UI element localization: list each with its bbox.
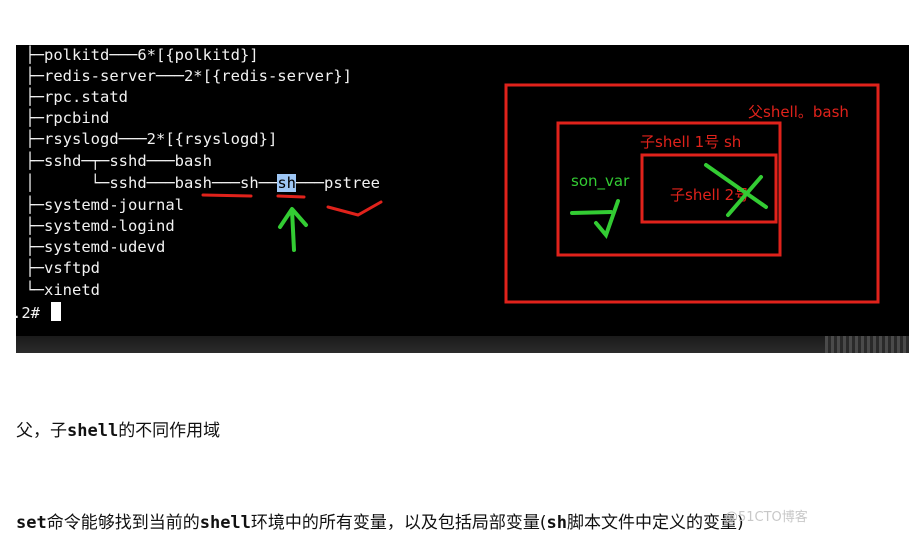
red-underline-bash: [201, 193, 253, 198]
green-up-arrow: [278, 207, 308, 252]
tree-line-rpc-statd: ├─rpc.statd: [16, 88, 128, 106]
tree-line-xinetd: └─xinetd: [16, 281, 100, 299]
green-cross-mark: [704, 163, 768, 217]
outer-shell-box: [504, 83, 880, 304]
caption-set-command: set命令能够找到当前的shell环境中的所有变量，以及包括局部变量(sh脚本文…: [16, 513, 744, 533]
terminal-bottom-strip: [16, 336, 909, 353]
watermark: @51CTO博客: [725, 510, 808, 525]
tree-line-vsftpd: ├─vsftpd: [16, 259, 100, 277]
shell-prompt[interactable]: .2#: [16, 302, 62, 324]
subshell-2-box: [640, 153, 778, 224]
terminal-corner-strip: [825, 336, 909, 353]
terminal-screenshot: ├─polkitd───6*[{polkitd}] ├─redis-server…: [16, 45, 909, 353]
highlighted-sh: sh: [277, 174, 296, 192]
green-check-mark: [570, 199, 620, 239]
caption-scope: 父，子shell的不同作用域: [16, 421, 221, 441]
tree-line-systemd-journal: ├─systemd-journal: [16, 196, 184, 214]
tree-line-polkitd: ├─polkitd───6*[{polkitd}]: [16, 46, 259, 64]
red-underline-sh: [276, 194, 306, 199]
terminal-cursor: [51, 302, 62, 321]
annotation-overlay: 父shell。bash 子shell 1号 sh 子shell 2号 son_v…: [201, 83, 880, 304]
subshell-1-label: 子shell 1号 sh: [640, 133, 741, 151]
tree-line-rpcbind: ├─rpcbind: [16, 109, 110, 127]
subshell-2-label: 子shell 2号: [670, 186, 749, 204]
tree-line-systemd-logind: ├─systemd-logind: [16, 217, 175, 235]
tree-line-sshd-child: │ └─sshd───bash───sh──sh───pstree: [16, 174, 380, 192]
son-var-label: son_var: [571, 172, 630, 191]
tree-line-rsyslogd: ├─rsyslogd───2*[{rsyslogd}]: [16, 130, 278, 148]
tree-line-systemd-udevd: ├─systemd-udevd: [16, 238, 166, 256]
red-underline-highlighted-sh: [326, 200, 383, 217]
tree-line-sshd: ├─sshd─┬─sshd───bash: [16, 152, 212, 170]
subshell-1-box: [556, 121, 782, 257]
tree-line-redis-server: ├─redis-server───2*[{redis-server}]: [16, 67, 352, 85]
outer-shell-label: 父shell。bash: [748, 103, 849, 121]
